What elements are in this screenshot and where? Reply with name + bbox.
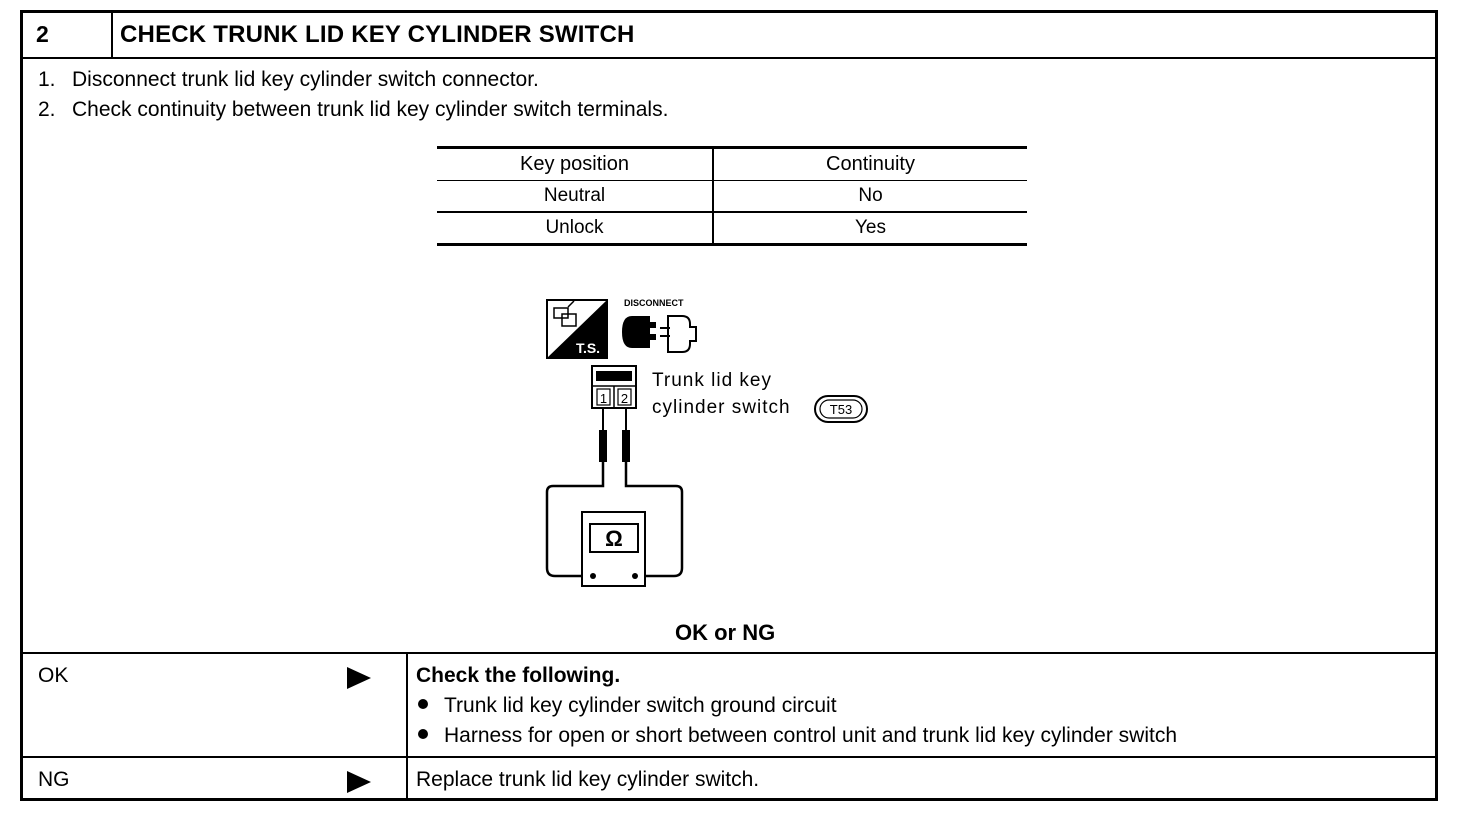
results-column-divider [406,652,408,801]
ng-arrow-icon [347,771,371,793]
ts-icon-label: T.S. [576,340,600,356]
connector-id: T53 [830,402,852,417]
step-number: 2 [36,21,49,47]
continuity-table: Key position Continuity Neutral No Unloc… [437,146,1027,246]
header-divider [20,57,1438,59]
ok-item-1: Trunk lid key cylinder switch ground cir… [418,694,837,718]
instruction-text: Disconnect trunk lid key cylinder switch… [72,68,539,91]
ok-item-2: Harness for open or short between contro… [418,724,1177,748]
terminal-2-label: 2 [621,391,628,406]
cell-key-position: Unlock [437,212,714,246]
ohmmeter-diagram: T.S. DISCONNECT 1 2 [540,290,880,595]
test-probes [545,408,684,578]
ng-label: NG [38,768,70,791]
disconnect-icon: DISCONNECT [622,298,697,353]
ohmmeter: Ω [581,511,646,587]
connector-t53: 1 2 [591,365,637,409]
header-key-position: Key position [437,146,714,181]
disconnect-label: DISCONNECT [624,298,684,308]
ok-item-text: Trunk lid key cylinder switch ground cir… [444,694,837,717]
table-row: Neutral No [437,180,1027,213]
ohm-symbol: Ω [605,526,623,551]
terminal-1-label: 1 [600,391,607,406]
ok-arrow-icon [347,667,371,689]
connector-id-badge: T53 [814,395,868,423]
cell-key-position: Neutral [437,180,714,213]
connector-label-line2: cylinder switch [652,397,791,418]
diagram-drawing: T.S. DISCONNECT 1 2 [545,298,868,587]
bullet-icon [418,729,428,740]
table-row: Unlock Yes [437,212,1027,246]
ts-icon: T.S. [546,299,608,359]
results-top-divider [20,652,1438,654]
cell-continuity: Yes [713,212,1027,246]
ng-action: Replace trunk lid key cylinder switch. [416,768,760,791]
results-middle-divider [20,756,1438,758]
header-continuity: Continuity [713,146,1027,181]
instruction-number: 2. [38,98,56,121]
step-title: CHECK TRUNK LID KEY CYLINDER SWITCH [120,21,635,48]
connector-label-line1: Trunk lid key [652,370,772,391]
procedure-frame [20,10,1438,801]
instruction-text: Check continuity between trunk lid key c… [72,98,669,121]
instruction-number: 1. [38,68,56,91]
instruction-1: 1. Disconnect trunk lid key cylinder swit… [38,68,539,92]
bullet-icon [418,699,428,710]
step-number-cell: 2 [20,10,113,59]
ok-item-text: Harness for open or short between contro… [444,724,1178,747]
ok-heading: Check the following. [416,664,621,687]
cell-continuity: No [713,180,1027,213]
instruction-2: 2. Check continuity between trunk lid key… [38,98,668,122]
ok-label: OK [38,664,69,687]
ok-or-ng-heading: OK or NG [675,620,776,645]
table-header-row: Key position Continuity [437,146,1027,181]
